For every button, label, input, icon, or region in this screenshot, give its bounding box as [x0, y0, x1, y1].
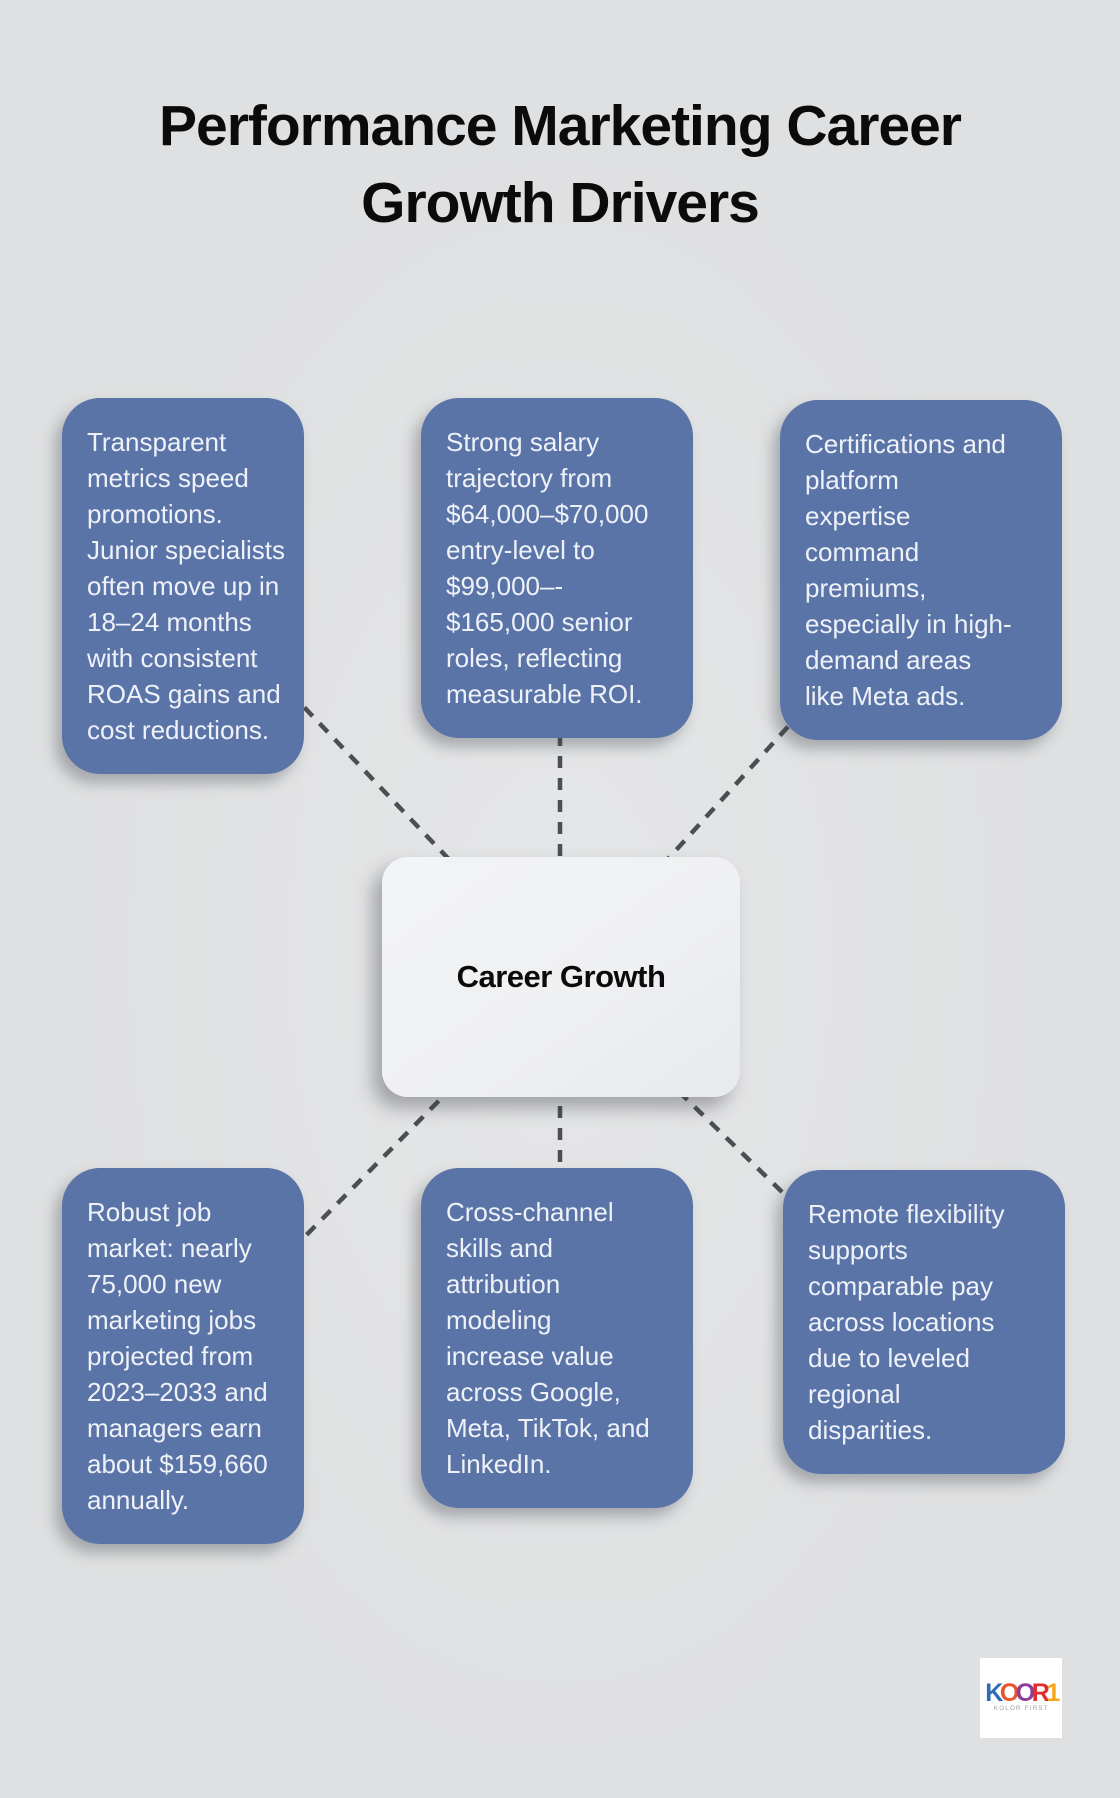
driver-node-bottom-center: Cross-channel skills and attribution mod…	[421, 1168, 693, 1508]
infographic-title: Performance Marketing Career Growth Driv…	[158, 94, 962, 235]
driver-node-top-left: Transparent metrics speed promotions. Ju…	[62, 398, 304, 774]
logo-letter: O	[1015, 1678, 1035, 1707]
logo-letter: O	[999, 1678, 1019, 1707]
logo-letter: R	[1031, 1678, 1050, 1707]
brand-logo: K O O R 1 KOLOR FIRST	[980, 1658, 1062, 1738]
driver-node-text: Strong salary trajectory from $64,000–$7…	[446, 427, 649, 709]
center-node: Career Growth	[382, 857, 740, 1097]
driver-node-text: Certifications and platform expertise co…	[805, 429, 1012, 711]
brand-logo-tagline: KOLOR FIRST	[993, 1704, 1049, 1712]
brand-logo-text: K O O R 1	[985, 1678, 1060, 1707]
driver-node-bottom-right: Remote flexibility supports comparable p…	[783, 1170, 1065, 1474]
logo-letter: K	[985, 1678, 1003, 1707]
driver-node-bottom-left: Robust job market: nearly 75,000 new mar…	[62, 1168, 304, 1544]
center-node-label: Career Growth	[456, 959, 666, 994]
logo-letter: 1	[1046, 1678, 1060, 1707]
driver-node-top-center: Strong salary trajectory from $64,000–$7…	[421, 398, 693, 738]
driver-node-text: Transparent metrics speed promotions. Ju…	[87, 427, 285, 745]
driver-node-text: Cross-channel skills and attribution mod…	[446, 1197, 650, 1479]
driver-node-top-right: Certifications and platform expertise co…	[780, 400, 1062, 740]
driver-node-text: Robust job market: nearly 75,000 new mar…	[87, 1197, 268, 1515]
driver-node-text: Remote flexibility supports comparable p…	[808, 1199, 1005, 1445]
